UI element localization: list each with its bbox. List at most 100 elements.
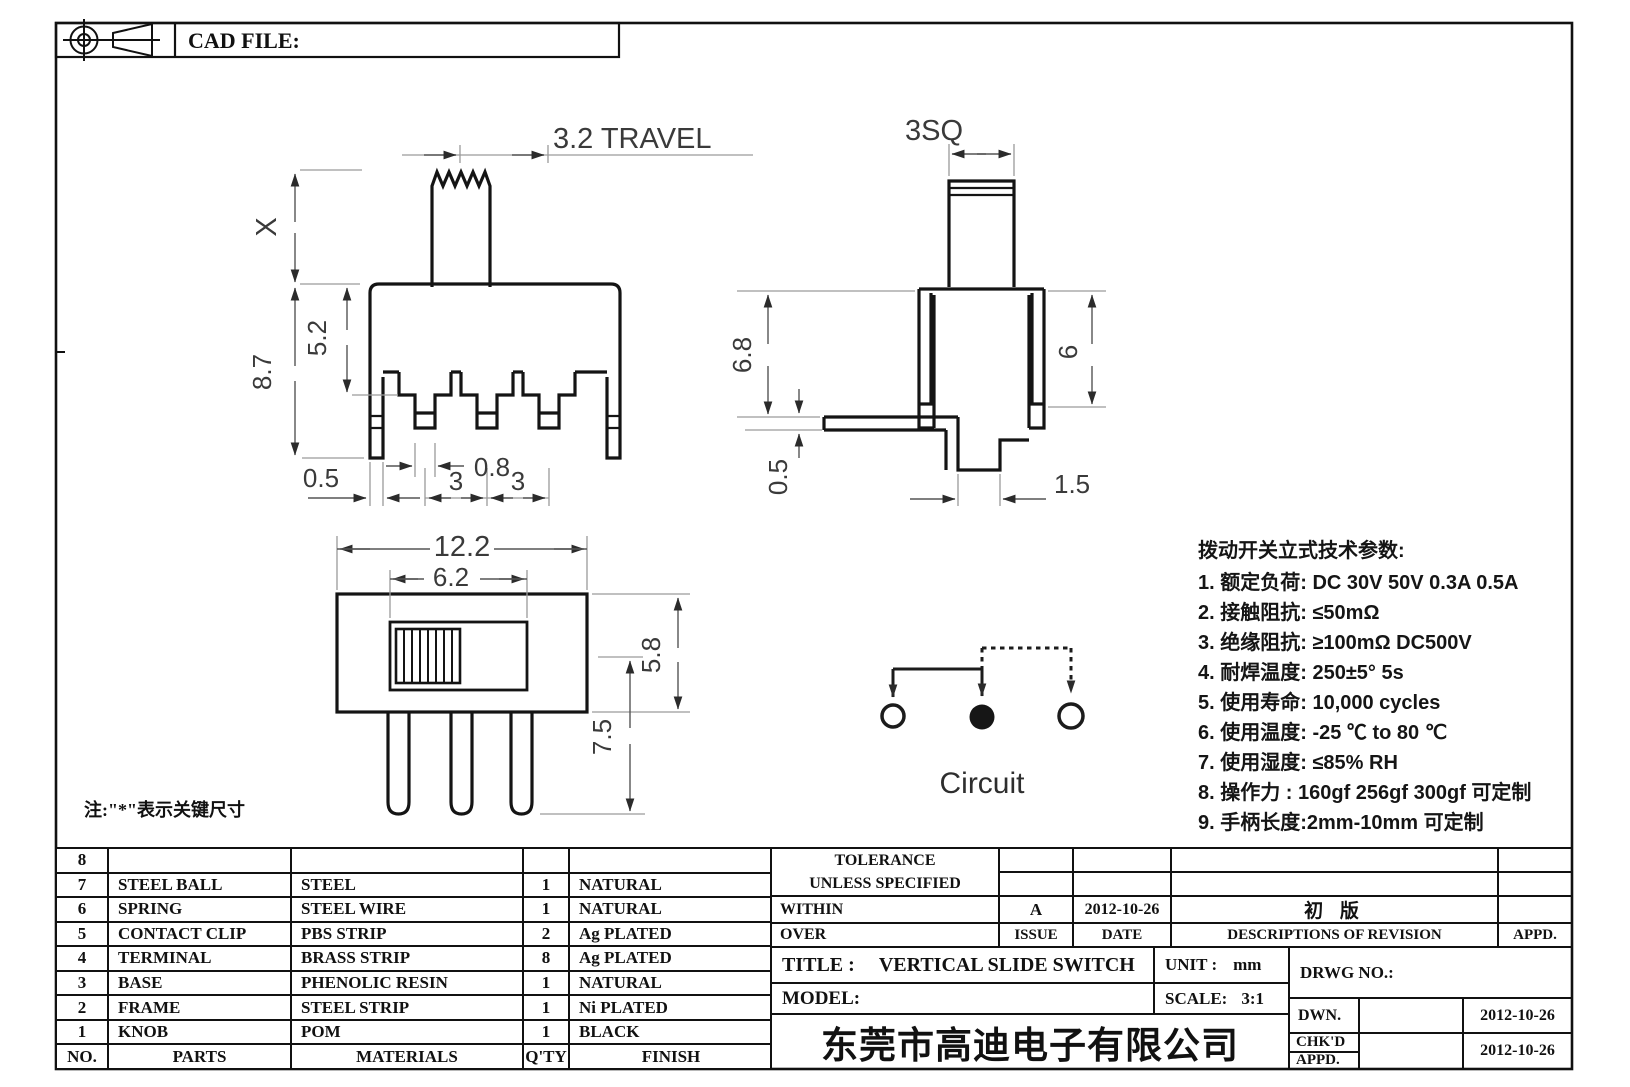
empty-cell [1358, 997, 1464, 1034]
dim-12-2: 12.2 [434, 531, 490, 563]
empty-cell [1358, 1032, 1464, 1070]
title-cell: TITLE : VERTICAL SLIDE SWITCH [770, 946, 1155, 984]
cell-parts: SPRING [109, 898, 290, 921]
chkd-label: CHK'D [1288, 1032, 1360, 1053]
title-label: TITLE : [782, 953, 855, 976]
cell-no: 1 [57, 1020, 107, 1044]
cell-parts: STEEL BALL [109, 873, 290, 897]
tolerance-cell: TOLERANCE UNLESS SPECIFIED [770, 847, 1000, 897]
header-parts: PARTS [109, 1045, 290, 1068]
cell-no: 4 [57, 947, 107, 970]
circuit-terminal-left [880, 703, 906, 729]
dim-6-2: 6.2 [433, 562, 469, 592]
model-label: MODEL: [770, 982, 1155, 1015]
dwn-label: DWN. [1288, 997, 1360, 1034]
dim-5-2: 5.2 [302, 320, 332, 356]
empty-cell [998, 847, 1074, 873]
spec-line: 5. 使用寿命: 10,000 cycles [1198, 692, 1441, 714]
dwn-date: 2012-10-26 [1462, 997, 1573, 1034]
dim-1-5: 1.5 [1054, 469, 1090, 499]
cell-finish: NATURAL [570, 971, 772, 995]
dim-x: X [251, 217, 283, 236]
revision-label: DESCRIPTIONS OF REVISION [1170, 922, 1499, 948]
revision-value: 初 版 [1170, 895, 1499, 924]
cell-qty: 1 [524, 898, 568, 921]
scale-label: SCALE: [1165, 988, 1228, 1008]
cell-materials: STEEL [292, 873, 522, 897]
issue-value: A [998, 895, 1074, 924]
issue-label: ISSUE [998, 922, 1074, 948]
cell-materials: STEEL STRIP [292, 996, 522, 1019]
cell-qty: 1 [524, 996, 568, 1019]
dim-3sq: 3SQ [905, 115, 963, 147]
front-view: 3.2 TRAVEL X 8.7 5.2 0.5 0.8 3 3 [247, 123, 753, 506]
cell-finish: NATURAL [570, 898, 772, 921]
circuit-diagram: Circuit [880, 646, 1085, 800]
cell-finish: NATURAL [570, 873, 772, 897]
cell-no: 5 [57, 922, 107, 946]
side-view: 3SQ 6.8 0.5 6 1.5 [727, 115, 1106, 506]
scale-value: 3:1 [1241, 988, 1265, 1008]
dim-3-b: 3 [511, 466, 525, 496]
cell-finish: Ag PLATED [570, 947, 772, 970]
key-dimension-note: 注:"*"表示关键尺寸 [84, 800, 245, 820]
cell-parts: FRAME [109, 996, 290, 1019]
spec-line: 7. 使用湿度: ≤85% RH [1198, 752, 1398, 774]
dim-7-5: 7.5 [587, 719, 617, 755]
drwg-no-cell: DRWG NO.: [1288, 946, 1573, 999]
dim-8-7: 8.7 [247, 354, 277, 390]
cell-parts: TERMINAL [109, 947, 290, 970]
dim-0-8: 0.8 [474, 452, 510, 482]
specs-title: 拨动开关立式技术参数: [1198, 540, 1405, 562]
appd-col-label: APPD. [1497, 922, 1573, 948]
empty-cell [1497, 871, 1573, 897]
cell-qty: 1 [524, 873, 568, 897]
cad-file-label: CAD FILE: [188, 28, 300, 53]
cell-parts: CONTACT CLIP [109, 922, 290, 946]
parts-table: 8 7 STEEL BALL STEEL 1 NATURAL 6 SPRING … [55, 847, 772, 1070]
dim-travel: 3.2 TRAVEL [553, 123, 712, 155]
spec-line: 8. 操作力 : 160gf 256gf 300gf 可定制 [1198, 782, 1532, 804]
cell-materials [292, 849, 522, 872]
cell-no: 3 [57, 971, 107, 995]
header-materials: MATERIALS [292, 1045, 522, 1068]
over-label: OVER [770, 922, 1000, 948]
dim-6-8: 6.8 [727, 337, 757, 373]
cell-qty: 1 [524, 971, 568, 995]
unit-label: UNIT : [1165, 955, 1218, 974]
cell-qty: 1 [524, 1020, 568, 1044]
circuit-label: Circuit [939, 767, 1025, 800]
cell-materials: POM [292, 1020, 522, 1044]
empty-cell [1497, 895, 1573, 924]
unit-cell: UNIT : mm [1153, 946, 1290, 984]
cell-materials: PHENOLIC RESIN [292, 971, 522, 995]
date-label: DATE [1072, 922, 1172, 948]
empty-cell [1170, 847, 1499, 873]
cell-no: 7 [57, 873, 107, 897]
tech-specs: 拨动开关立式技术参数: 1. 额定负荷: DC 30V 50V 0.3A 0.5… [1198, 536, 1608, 838]
cell-no: 6 [57, 898, 107, 921]
third-angle-projection-icon [63, 19, 160, 61]
unit-value: mm [1233, 955, 1262, 974]
header-finish: FINISH [570, 1045, 772, 1068]
date-value: 2012-10-26 [1072, 895, 1172, 924]
company-name: 东莞市高迪电子有限公司 [770, 1013, 1290, 1070]
cell-finish [570, 849, 772, 872]
cell-parts: KNOB [109, 1020, 290, 1044]
spec-line: 4. 耐焊温度: 250±5° 5s [1198, 662, 1404, 684]
header-qty: Q'TY [524, 1045, 568, 1068]
spec-line: 1. 额定负荷: DC 30V 50V 0.3A 0.5A [1198, 572, 1519, 594]
empty-cell [1170, 871, 1499, 897]
spec-line: 2. 接触阻抗: ≤50mΩ [1198, 602, 1380, 624]
circuit-terminal-right [1057, 702, 1085, 730]
cell-finish: BLACK [570, 1020, 772, 1044]
cell-no: 2 [57, 996, 107, 1019]
within-label: WITHIN [770, 895, 1000, 924]
spec-line: 3. 绝缘阻抗: ≥100mΩ DC500V [1198, 632, 1472, 654]
header-no: NO. [57, 1045, 107, 1068]
cell-materials: BRASS STRIP [292, 947, 522, 970]
cell-no: 8 [57, 849, 107, 872]
chkd-date: 2012-10-26 [1462, 1032, 1573, 1070]
